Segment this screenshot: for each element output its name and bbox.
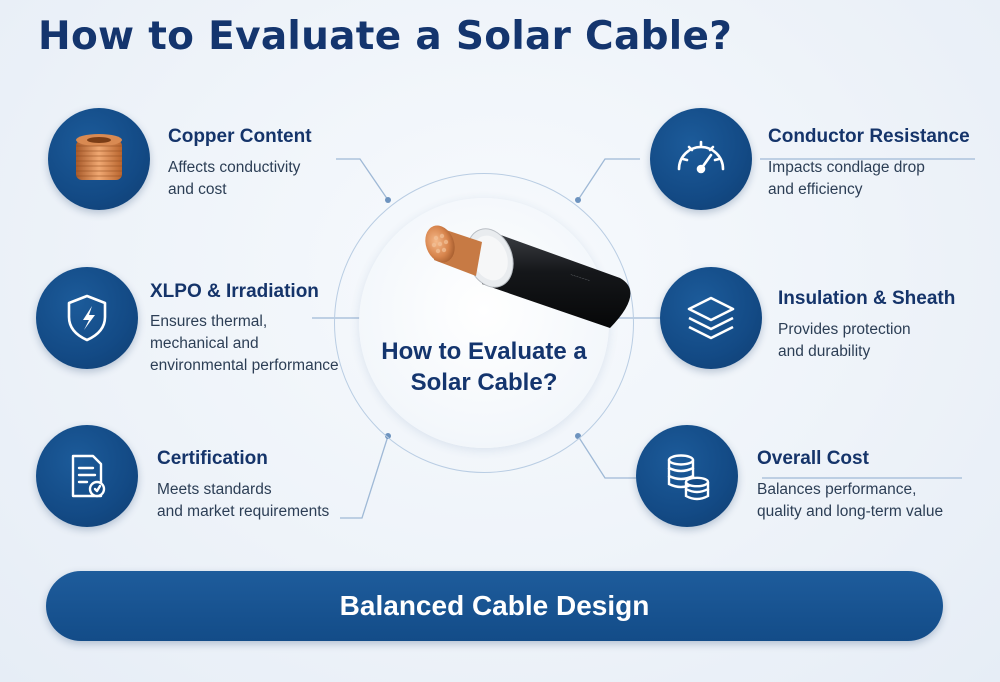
banner-label: Balanced Cable Design <box>339 590 650 621</box>
solar-cable-image: ~~~~~~~ <box>425 225 631 328</box>
item-title-overall-cost: Overall Cost <box>757 448 869 469</box>
center-label: How to Evaluate a Solar Cable? <box>381 338 587 396</box>
center-ring <box>334 173 634 473</box>
shield-icon <box>36 267 138 369</box>
copper-coil-icon <box>48 108 150 210</box>
layers-icon <box>660 267 762 369</box>
certificate-document-icon <box>36 425 138 527</box>
item-title-certification: Certification <box>157 448 268 469</box>
item-title-insulation-sheath: Insulation & Sheath <box>778 288 956 309</box>
balanced-design-banner: Balanced Cable Design <box>46 571 943 641</box>
item-title-copper-content: Copper Content <box>168 126 312 147</box>
item-title-xlpo-irradiation: XLPO & Irradiation <box>150 281 319 302</box>
item-title-conductor-resistance: Conductor Resistance <box>768 126 970 147</box>
page-title: How to Evaluate a Solar Cable? <box>38 14 733 59</box>
coin-stack-icon <box>636 425 738 527</box>
item-desc-overall-cost: Balances performance,quality and long-te… <box>757 481 944 520</box>
gauge-icon <box>650 108 752 210</box>
